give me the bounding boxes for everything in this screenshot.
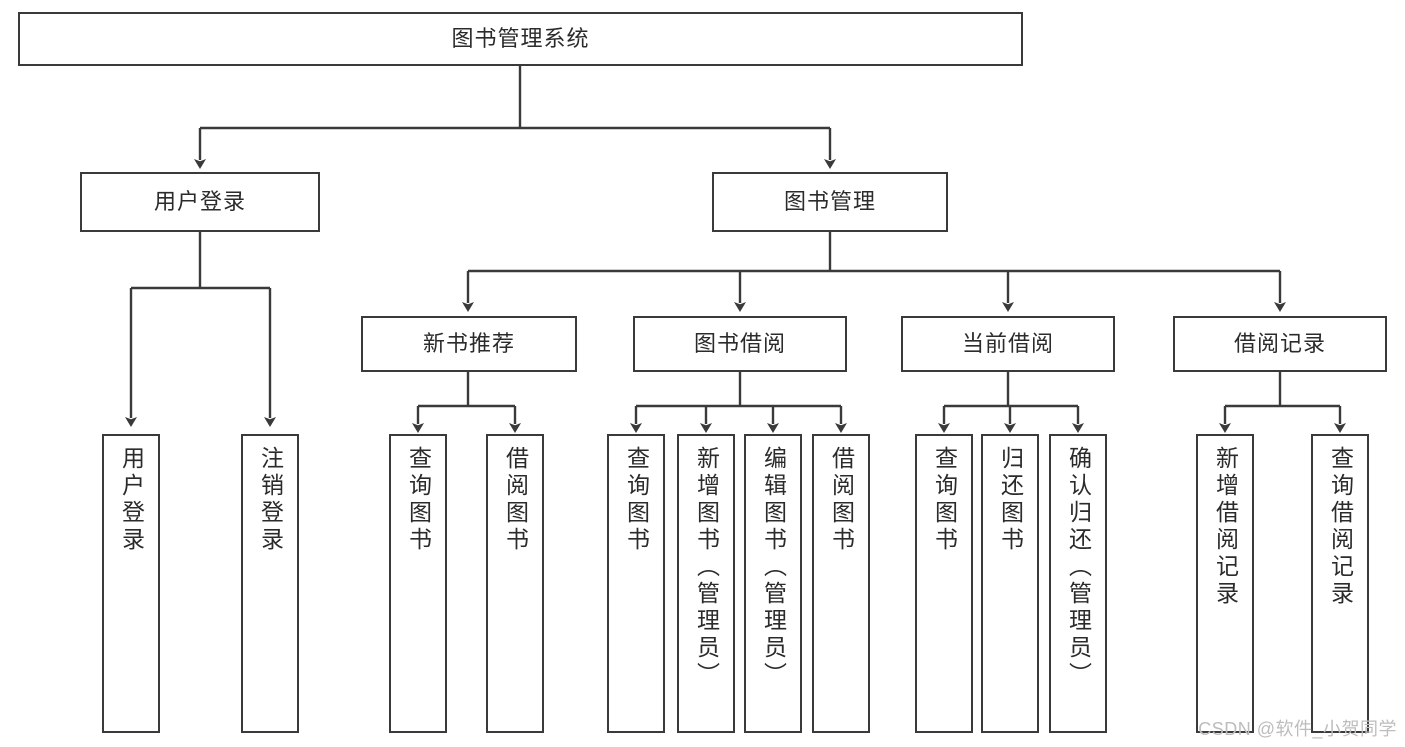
node-book-manage[interactable]: 图书管理 bbox=[712, 172, 948, 232]
csdn-watermark: CSDN @软件_小贺同学 bbox=[1198, 719, 1397, 739]
node-leaf-borrow-book-1-label: 借阅图书 bbox=[502, 446, 529, 554]
node-leaf-add-book[interactable]: 新增图书（管理员） bbox=[677, 434, 735, 733]
node-leaf-edit-book-label: 编辑图书（管理员） bbox=[760, 446, 787, 689]
node-root[interactable]: 图书管理系统 bbox=[18, 12, 1023, 66]
node-book-manage-label: 图书管理 bbox=[783, 189, 876, 215]
node-current-borrow-label: 当前借阅 bbox=[961, 331, 1054, 357]
node-leaf-borrow-book-2[interactable]: 借阅图书 bbox=[812, 434, 870, 733]
node-leaf-borrow-book-2-label: 借阅图书 bbox=[828, 446, 855, 554]
node-leaf-add-book-label: 新增图书（管理员） bbox=[693, 446, 720, 689]
node-leaf-edit-book[interactable]: 编辑图书（管理员） bbox=[744, 434, 802, 733]
node-leaf-borrow-book-1[interactable]: 借阅图书 bbox=[486, 434, 544, 733]
node-borrow-record[interactable]: 借阅记录 bbox=[1173, 316, 1387, 372]
node-leaf-query-record-label: 查询借阅记录 bbox=[1327, 446, 1354, 608]
node-leaf-user-login-label: 用户登录 bbox=[118, 446, 145, 554]
node-leaf-query-book-3[interactable]: 查询图书 bbox=[915, 434, 973, 733]
node-book-borrow[interactable]: 图书借阅 bbox=[633, 316, 847, 372]
node-leaf-confirm-return-label: 确认归还（管理员） bbox=[1065, 446, 1092, 689]
node-leaf-user-login[interactable]: 用户登录 bbox=[102, 434, 160, 733]
node-leaf-add-record-label: 新增借阅记录 bbox=[1212, 446, 1239, 608]
node-leaf-add-record[interactable]: 新增借阅记录 bbox=[1196, 434, 1254, 733]
node-new-book-rec-label: 新书推荐 bbox=[422, 331, 515, 357]
node-current-borrow[interactable]: 当前借阅 bbox=[901, 316, 1115, 372]
node-leaf-query-record[interactable]: 查询借阅记录 bbox=[1311, 434, 1369, 733]
node-leaf-query-book-1-label: 查询图书 bbox=[405, 446, 432, 554]
node-leaf-logout[interactable]: 注销登录 bbox=[241, 434, 299, 733]
node-user-login-label: 用户登录 bbox=[153, 189, 246, 215]
node-leaf-query-book-2-label: 查询图书 bbox=[623, 446, 650, 554]
node-new-book-rec[interactable]: 新书推荐 bbox=[361, 316, 577, 372]
node-root-label: 图书管理系统 bbox=[451, 26, 590, 52]
node-book-borrow-label: 图书借阅 bbox=[693, 331, 786, 357]
node-leaf-confirm-return[interactable]: 确认归还（管理员） bbox=[1049, 434, 1107, 733]
node-leaf-query-book-2[interactable]: 查询图书 bbox=[607, 434, 665, 733]
node-leaf-return-book-label: 归还图书 bbox=[997, 446, 1024, 554]
node-leaf-query-book-1[interactable]: 查询图书 bbox=[389, 434, 447, 733]
node-user-login[interactable]: 用户登录 bbox=[80, 172, 320, 232]
node-leaf-logout-label: 注销登录 bbox=[257, 446, 284, 554]
node-leaf-return-book[interactable]: 归还图书 bbox=[981, 434, 1039, 733]
node-leaf-query-book-3-label: 查询图书 bbox=[931, 446, 958, 554]
node-borrow-record-label: 借阅记录 bbox=[1233, 331, 1326, 357]
